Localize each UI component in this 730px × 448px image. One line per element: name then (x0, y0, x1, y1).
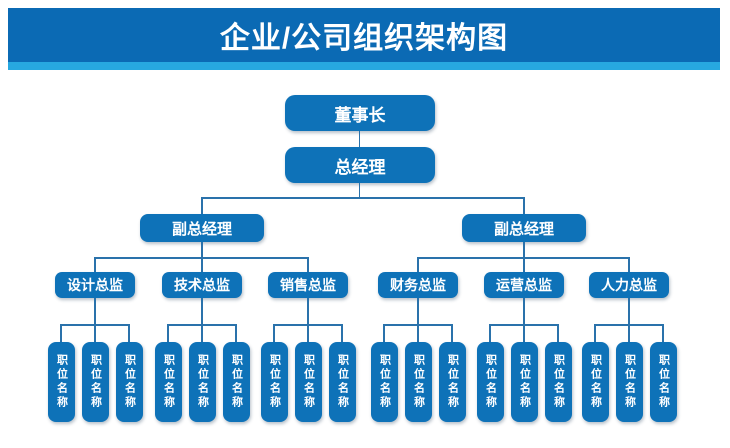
org-node-position: 职位名称 (544, 342, 572, 422)
org-node-position: 职位名称 (649, 342, 677, 422)
position-label: 职位名称 (302, 354, 315, 410)
org-node-vp-right: 副总经理 (462, 214, 586, 242)
connector-line (523, 197, 525, 214)
connector-line (201, 197, 525, 199)
connector-line (201, 324, 203, 342)
org-node-director-technology: 技术总监 (162, 272, 242, 298)
position-label: 职位名称 (336, 354, 349, 410)
org-node-position: 职位名称 (581, 342, 609, 422)
connector-line (235, 324, 237, 342)
org-node-position: 职位名称 (510, 342, 538, 422)
connector-line (307, 324, 309, 342)
connector-line (523, 298, 525, 325)
connector-line (94, 257, 96, 272)
org-node-director-finance: 财务总监 (378, 272, 458, 298)
org-node-position: 职位名称 (476, 342, 504, 422)
position-label: 职位名称 (589, 354, 602, 410)
connector-line (451, 324, 453, 342)
connector-line (417, 257, 419, 272)
org-node-position: 职位名称 (222, 342, 250, 422)
connector-line (417, 324, 419, 342)
position-label: 职位名称 (89, 354, 102, 410)
connector-line (94, 298, 96, 325)
org-node-director-hr: 人力总监 (589, 272, 669, 298)
connector-line (358, 131, 360, 147)
org-node-position: 职位名称 (294, 342, 322, 422)
org-node-general-manager: 总经理 (285, 147, 435, 183)
position-label: 职位名称 (230, 354, 243, 410)
org-node-chairman: 董事长 (285, 95, 435, 131)
connector-line (201, 257, 203, 272)
org-node-position: 职位名称 (328, 342, 356, 422)
org-node-position: 职位名称 (188, 342, 216, 422)
title-bar: 企业/公司组织架构图 (8, 8, 720, 62)
connector-line (523, 242, 525, 258)
position-label: 职位名称 (123, 354, 136, 410)
connector-line (273, 324, 275, 342)
connector-line (628, 257, 630, 272)
connector-line (201, 242, 203, 258)
connector-line (523, 324, 525, 342)
connector-line (594, 324, 596, 342)
connector-line (60, 324, 62, 342)
position-label: 职位名称 (55, 354, 68, 410)
org-node-position: 职位名称 (154, 342, 182, 422)
org-node-position: 职位名称 (115, 342, 143, 422)
connector-line (307, 257, 309, 272)
connector-line (201, 197, 203, 214)
position-label: 职位名称 (162, 354, 175, 410)
org-node-position: 职位名称 (370, 342, 398, 422)
org-node-director-design: 设计总监 (55, 272, 135, 298)
position-label: 职位名称 (552, 354, 565, 410)
org-node-position: 职位名称 (404, 342, 432, 422)
position-label: 职位名称 (484, 354, 497, 410)
org-node-position: 职位名称 (81, 342, 109, 422)
connector-line (341, 324, 343, 342)
position-label: 职位名称 (518, 354, 531, 410)
connector-line (662, 324, 664, 342)
org-node-director-operations: 运营总监 (484, 272, 564, 298)
position-label: 职位名称 (268, 354, 281, 410)
page-title: 企业/公司组织架构图 (219, 22, 509, 55)
position-label: 职位名称 (623, 354, 636, 410)
org-node-position: 职位名称 (438, 342, 466, 422)
position-label: 职位名称 (378, 354, 391, 410)
connector-line (94, 324, 96, 342)
org-node-position: 职位名称 (615, 342, 643, 422)
position-label: 职位名称 (446, 354, 459, 410)
connector-line (489, 324, 491, 342)
org-node-vp-left: 副总经理 (140, 214, 264, 242)
org-node-position: 职位名称 (260, 342, 288, 422)
org-node-director-sales: 销售总监 (268, 272, 348, 298)
connector-line (307, 298, 309, 325)
connector-line (557, 324, 559, 342)
connector-line (628, 298, 630, 325)
position-label: 职位名称 (196, 354, 209, 410)
connector-line (167, 324, 169, 342)
org-node-position: 职位名称 (47, 342, 75, 422)
connector-line (201, 298, 203, 325)
connector-line (383, 324, 385, 342)
connector-line (358, 183, 360, 198)
connector-line (128, 324, 130, 342)
position-label: 职位名称 (412, 354, 425, 410)
connector-line (417, 298, 419, 325)
position-label: 职位名称 (657, 354, 670, 410)
connector-line (523, 257, 525, 272)
title-accent-strip (8, 62, 720, 70)
connector-line (628, 324, 630, 342)
